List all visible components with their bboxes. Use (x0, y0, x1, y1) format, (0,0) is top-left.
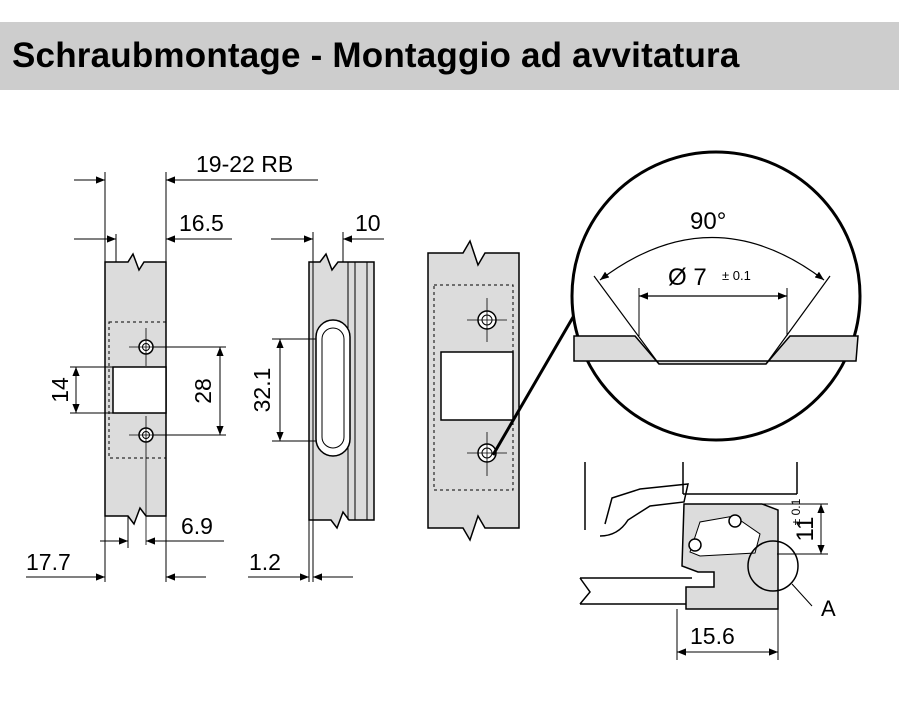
view-front (104, 252, 167, 545)
dim-bottom-outer-label: 17.7 (26, 549, 71, 575)
detail-a-circle (747, 540, 799, 592)
slot (315, 319, 351, 457)
dim-width-label: 16.5 (179, 210, 224, 236)
dimensions-side (248, 232, 384, 582)
dim-rb-label: 19-22 RB (196, 151, 293, 177)
dim-thickness-label: 10 (355, 210, 381, 236)
dimensions-front (26, 172, 318, 582)
latch-opening (112, 366, 167, 414)
section-view (579, 462, 828, 660)
height-label: 11 (792, 517, 819, 542)
dim-bottom-inner-label: 6.9 (181, 513, 213, 539)
title-bar: Schraubmontage - Montaggio ad avvitatura (0, 22, 899, 90)
height-tolerance: ± 0.1 (789, 498, 803, 525)
detail-a-label: A (821, 596, 836, 621)
dim-hole-spacing-label: 28 (190, 378, 216, 404)
detail-leader (491, 299, 585, 456)
angle-label: 90° (690, 208, 726, 235)
view-side (308, 252, 375, 530)
dim-offset-label: 1.2 (249, 549, 281, 575)
page-title: Schraubmontage - Montaggio ad avvitatura (12, 36, 740, 75)
diameter-label: Ø 7 (668, 264, 707, 291)
dim-opening-label: 14 (47, 377, 73, 403)
depth-label: 15.6 (690, 623, 735, 649)
view-mounted (427, 239, 520, 542)
mounting-outline (108, 321, 167, 459)
diameter-tolerance: ± 0.1 (722, 268, 751, 283)
latch-opening-mounted (440, 351, 514, 421)
dim-slot-label: 32.1 (249, 368, 275, 413)
detail-magnified (570, 150, 862, 442)
centerlines (129, 328, 163, 545)
